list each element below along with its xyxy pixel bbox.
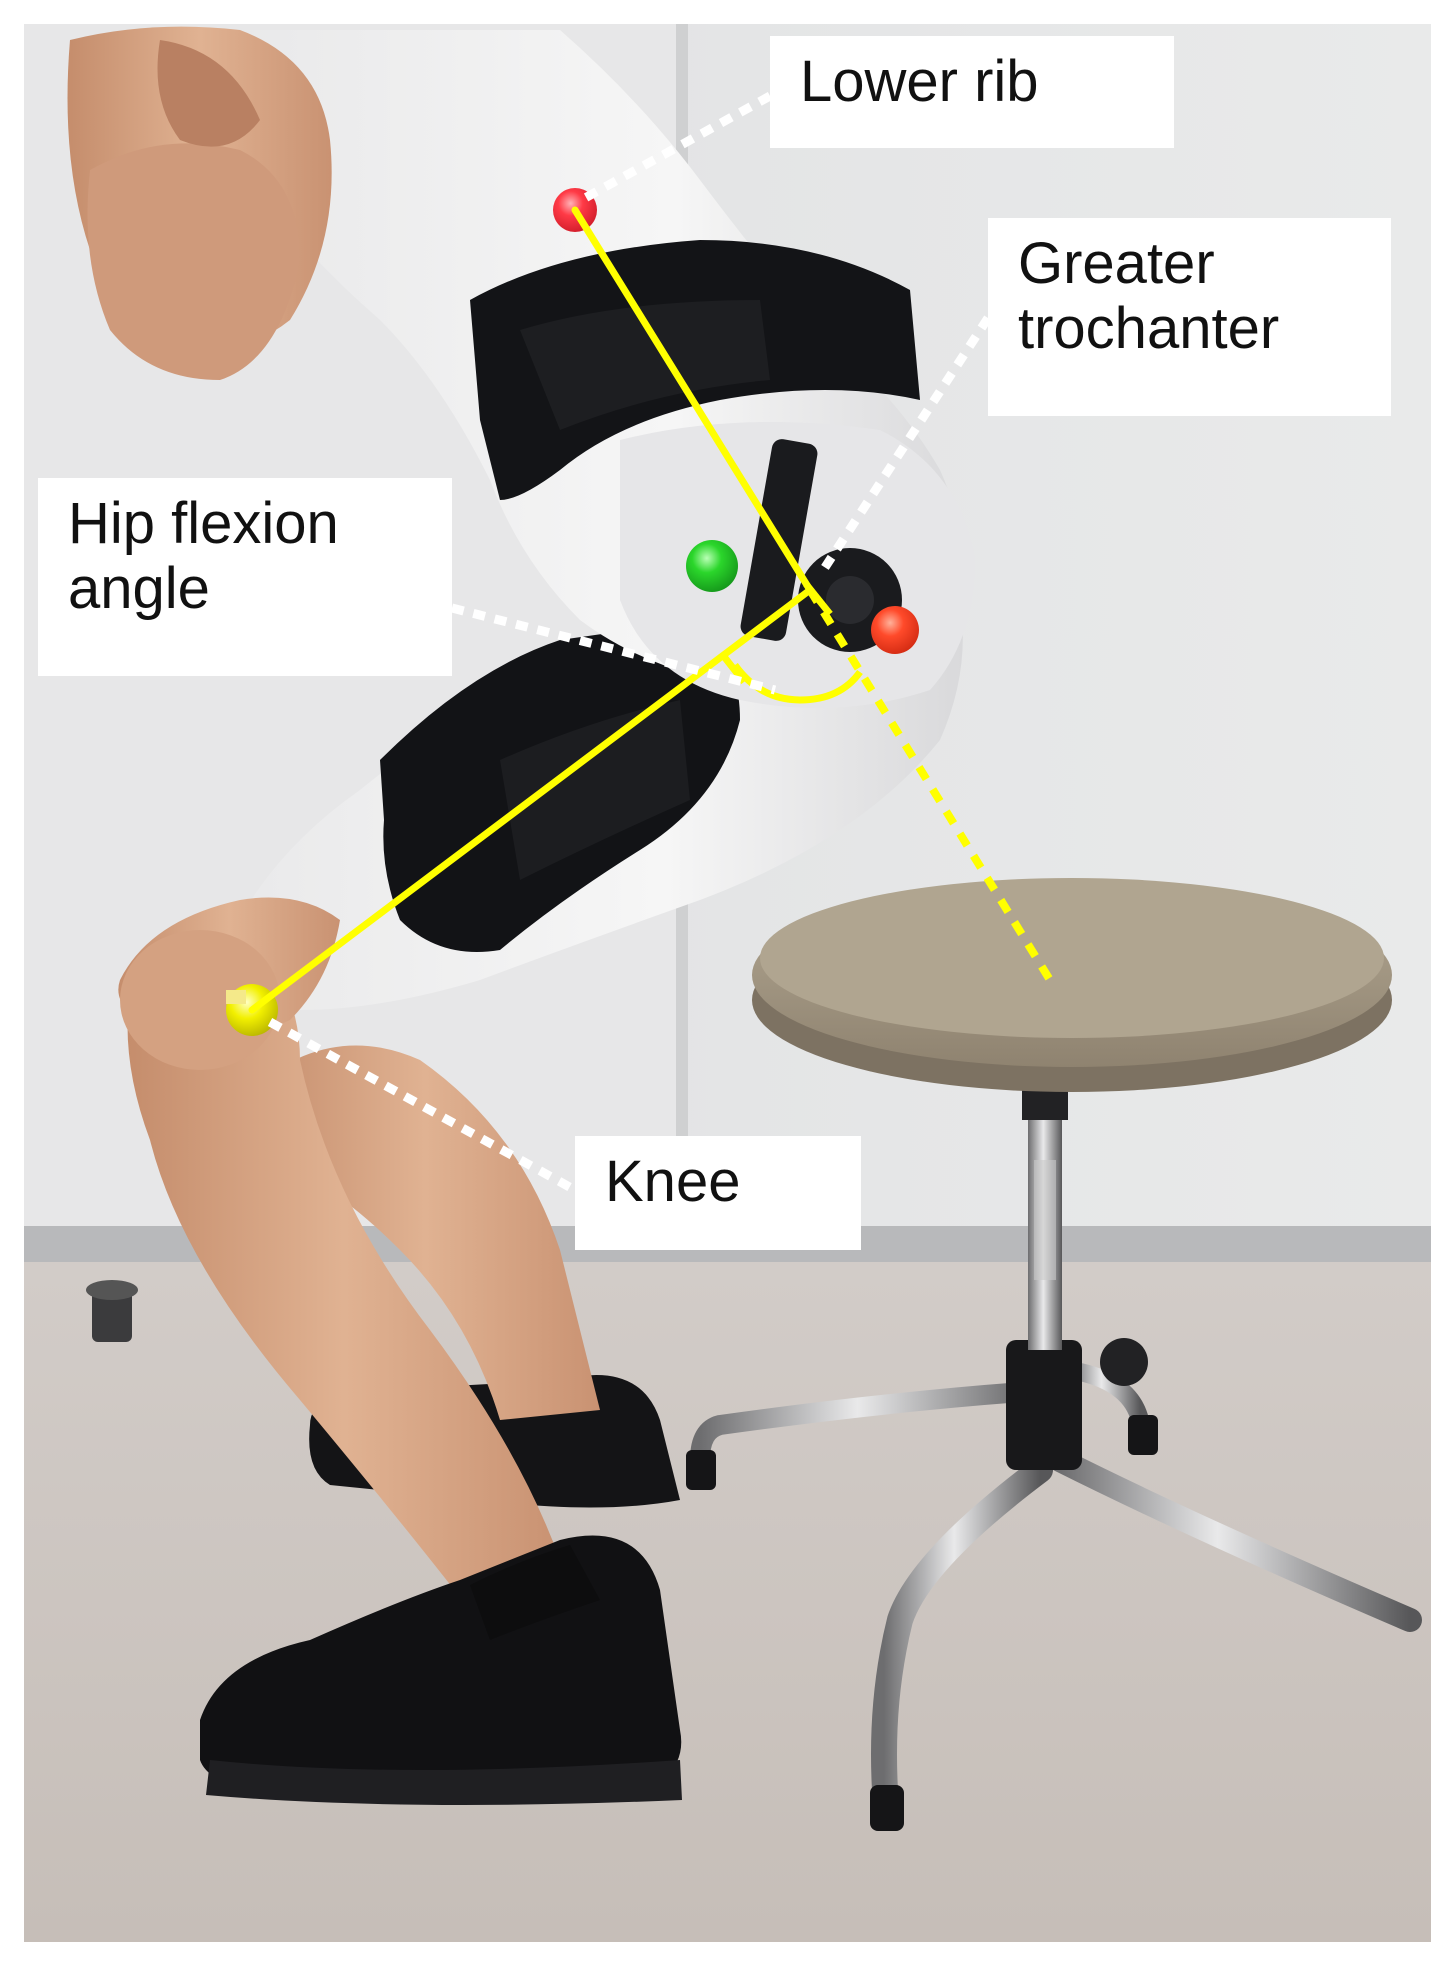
label-hip-flexion-line2: angle <box>68 555 210 621</box>
label-greater-trochanter-line1: Greater <box>1018 231 1215 296</box>
label-greater-trochanter-line2: trochanter <box>1018 295 1280 361</box>
label-knee: Knee <box>575 1136 861 1250</box>
label-hip-flexion-angle: Hip flexion angle <box>38 478 452 676</box>
label-lower-rib: Lower rib <box>770 36 1174 148</box>
label-knee-text: Knee <box>605 1149 741 1214</box>
label-lower-rib-text: Lower rib <box>800 49 1039 114</box>
label-greater-trochanter: Greater trochanter <box>988 218 1391 416</box>
label-hip-flexion-line1: Hip flexion <box>68 491 339 556</box>
